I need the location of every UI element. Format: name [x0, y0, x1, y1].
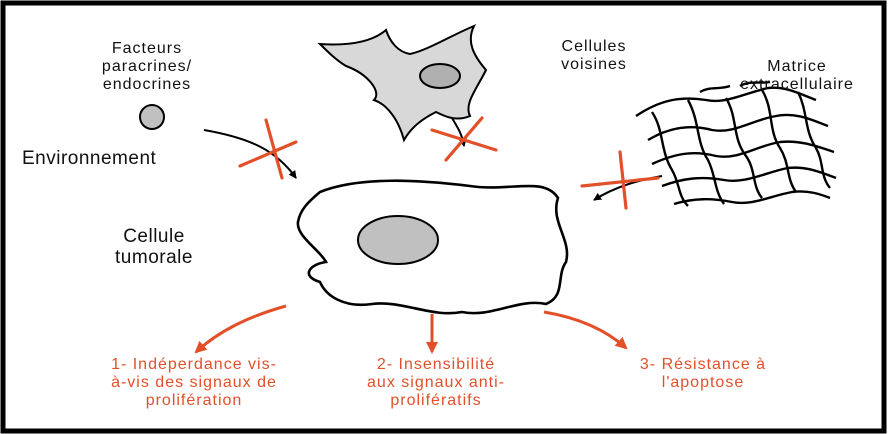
tumor-cell-nucleus [358, 216, 438, 264]
block-cross-matrix [582, 152, 658, 208]
extracellular-matrix-label: Matrice extracellulaire [712, 58, 882, 94]
outcome-arrow-1 [196, 306, 286, 352]
extracellular-matrix-mesh [636, 82, 836, 206]
paracrine-factor-circle [140, 105, 164, 129]
paracrine-signal-arrow [204, 130, 296, 178]
block-cross-paracrine [240, 120, 296, 178]
environment-label: Environnement [22, 148, 156, 169]
tumor-cell-label: Cellule tumorale [94, 226, 214, 269]
outcome-proliferation-independence: 1- Indéperdance vis- à-vis des signaux d… [64, 356, 324, 410]
neighbor-cell-shape [320, 26, 486, 140]
block-cross-neighbor [432, 118, 496, 160]
neighbor-cells-label: Cellules voisines [544, 38, 644, 74]
paracrine-factors-label: Facteurs paracrines/ endocrines [82, 40, 212, 94]
outcome-antiproliferative-insensitivity: 2- Insensibilité aux signaux anti- proli… [346, 356, 526, 410]
neighbor-cell-nucleus [420, 64, 460, 88]
outcome-apoptosis-resistance: 3- Résistance à l'apoptose [608, 356, 798, 392]
outcome-arrow-3 [544, 312, 626, 348]
